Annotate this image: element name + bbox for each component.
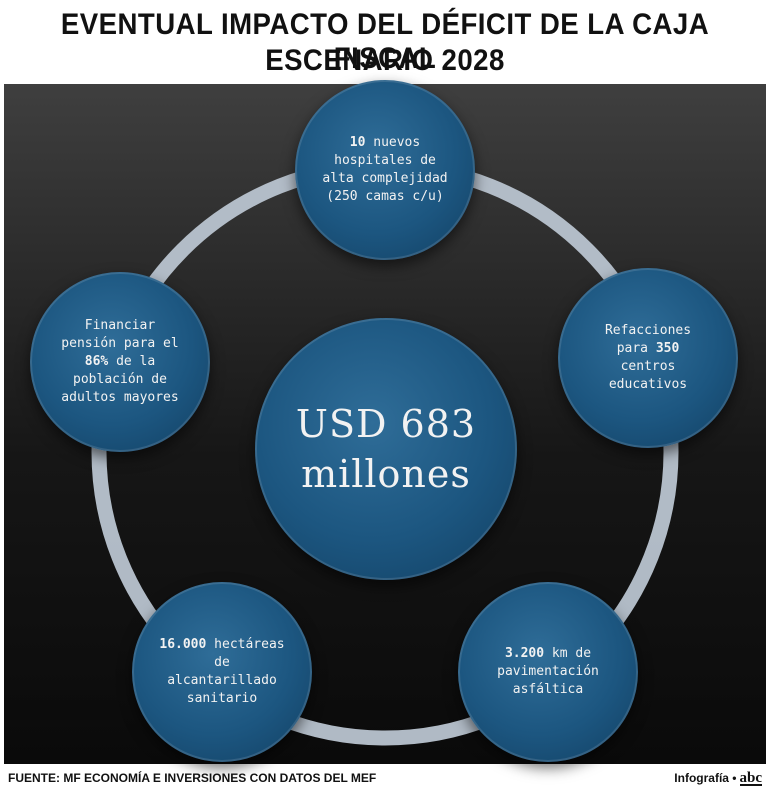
sewer-number: 16.000: [159, 637, 207, 652]
title-line-2: ESCENARIO 2028: [265, 44, 505, 77]
schools-text-before: Refacciones para: [604, 323, 692, 356]
title-line-1: EVENTUAL IMPACTO DEL DÉFICIT DE LA CAJA …: [60, 8, 710, 75]
credit-label: Infografía •: [674, 771, 737, 785]
center-amount: USD 683: [295, 402, 477, 446]
credit: Infografía •abc: [674, 771, 762, 786]
roads-text: km de pavimentación asfáltica: [497, 646, 599, 697]
schools-text-after: centros educativos: [608, 359, 688, 392]
pension-number: 86%: [84, 354, 109, 369]
pension-text-after: de la población de adultos mayores: [61, 354, 179, 405]
roads-number: 3.200: [504, 646, 545, 661]
node-roads: 3.200 km de pavimentación asfáltica: [458, 582, 638, 762]
source-note: FUENTE: MF ECONOMÍA E INVERSIONES CON DA…: [8, 771, 377, 785]
center-total-circle: USD 683 millones: [255, 318, 517, 580]
schools-number: 350: [655, 341, 680, 356]
hospitals-text: nuevos hospitales de alta complejidad (2…: [322, 135, 448, 204]
sewer-text: hectáreas de alcantarillado sanitario: [167, 637, 285, 706]
abc-logo: abc: [739, 770, 762, 786]
node-pension: Financiar pensión para el 86% de la pobl…: [30, 272, 210, 452]
node-schools: Refacciones para 350 centros educativos: [558, 268, 738, 448]
node-sewer: 16.000 hectáreas de alcantarillado sanit…: [132, 582, 312, 762]
hospitals-number: 10: [349, 135, 366, 150]
pension-text-before: Financiar pensión para el: [61, 318, 179, 351]
center-unit: millones: [301, 452, 471, 496]
node-hospitals: 10 nuevos hospitales de alta complejidad…: [295, 80, 475, 260]
